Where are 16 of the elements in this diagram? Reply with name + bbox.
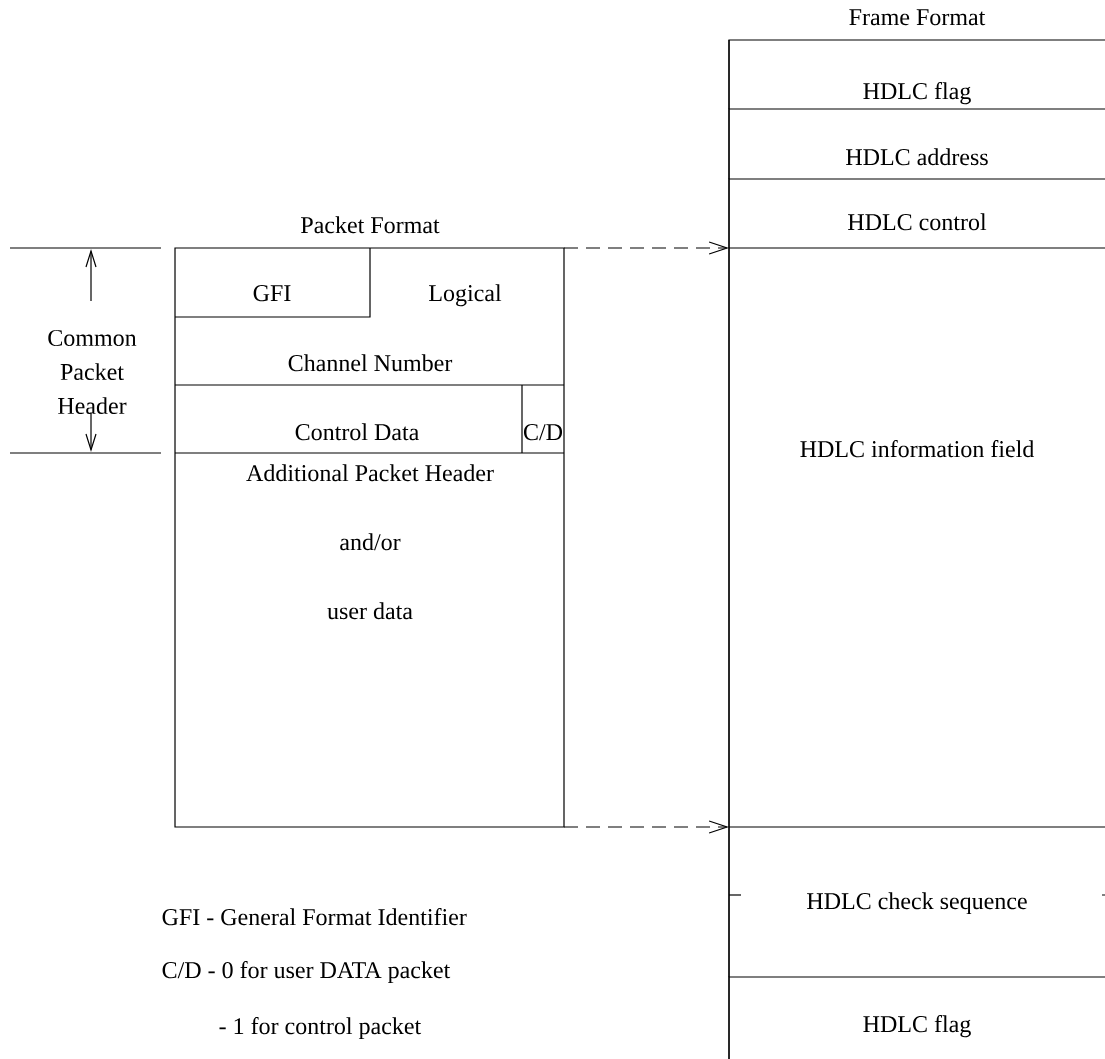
- field-cell: C/D: [521, 424, 565, 454]
- field-cell: HDLC address: [728, 108, 1105, 180]
- note-text: - 1 for control packet: [219, 1017, 422, 1040]
- field-cell: Control Data: [174, 384, 523, 454]
- side-label: Common Packet Header: [48, 329, 137, 415]
- field-cell: HDLC flag: [728, 39, 971, 110]
- field-cell: HDLC control: [728, 178, 1105, 249]
- note-text: GFI - General Format Identifier: [162, 908, 467, 926]
- note-text: C/D - 0 for user DATA packet: [162, 961, 451, 984]
- field-cell: HDLC information field: [728, 247, 1105, 828]
- field-cell: Additional Packet Header and/or user data: [246, 464, 494, 620]
- field-cell: HDLC check sequence: [728, 826, 1105, 978]
- node-label: Packet Format: [301, 216, 440, 234]
- field-cell: HDLC flag: [728, 976, 1105, 1059]
- arrow: [563, 820, 729, 834]
- arrow: [563, 241, 729, 255]
